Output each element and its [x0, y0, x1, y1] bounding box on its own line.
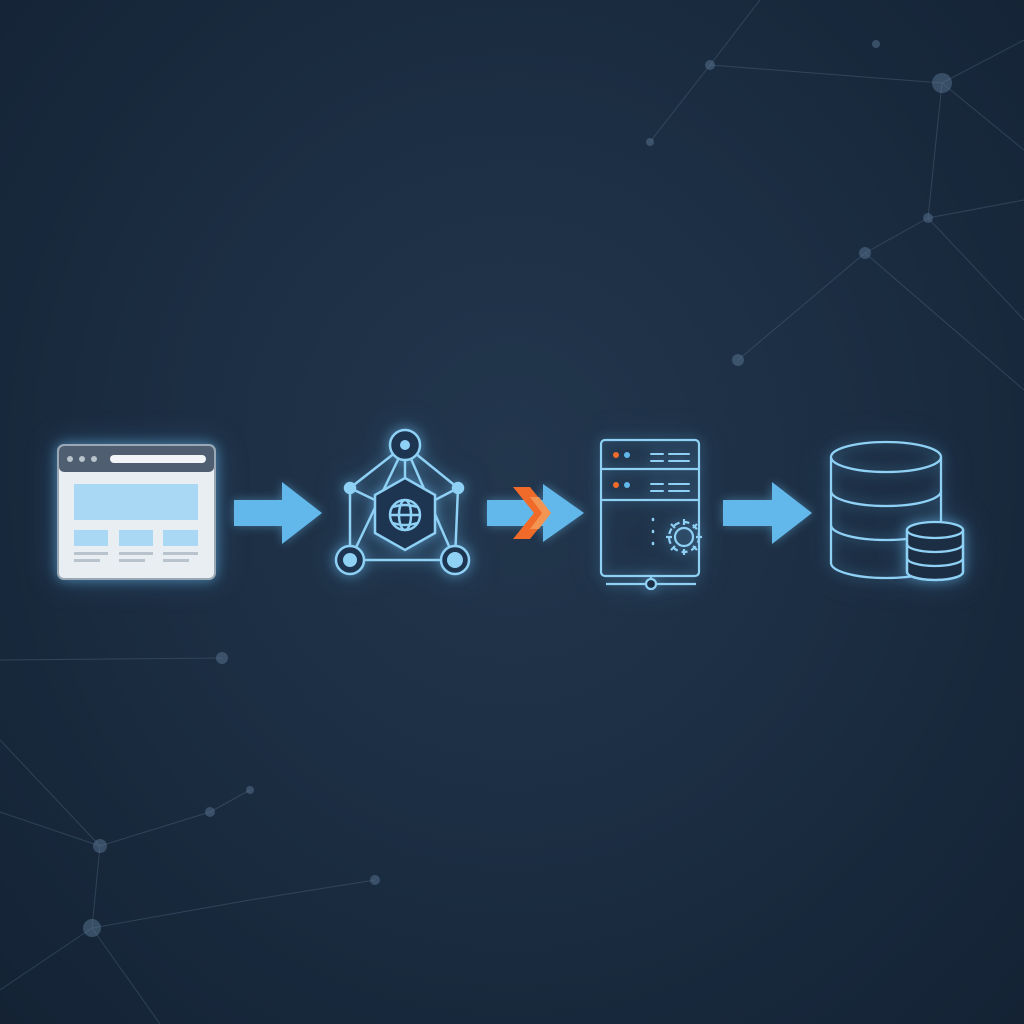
- connector-arrow-3: [723, 482, 812, 544]
- server-gear-icon: [599, 438, 702, 591]
- server-status-leds: [613, 452, 630, 488]
- connector-arrow-1: [234, 482, 322, 544]
- browser-window-icon: [57, 444, 216, 580]
- database-cylinders-icon: [829, 440, 965, 582]
- network-hub-globe-icon: [334, 428, 471, 576]
- double-chevron-icon: [513, 487, 551, 539]
